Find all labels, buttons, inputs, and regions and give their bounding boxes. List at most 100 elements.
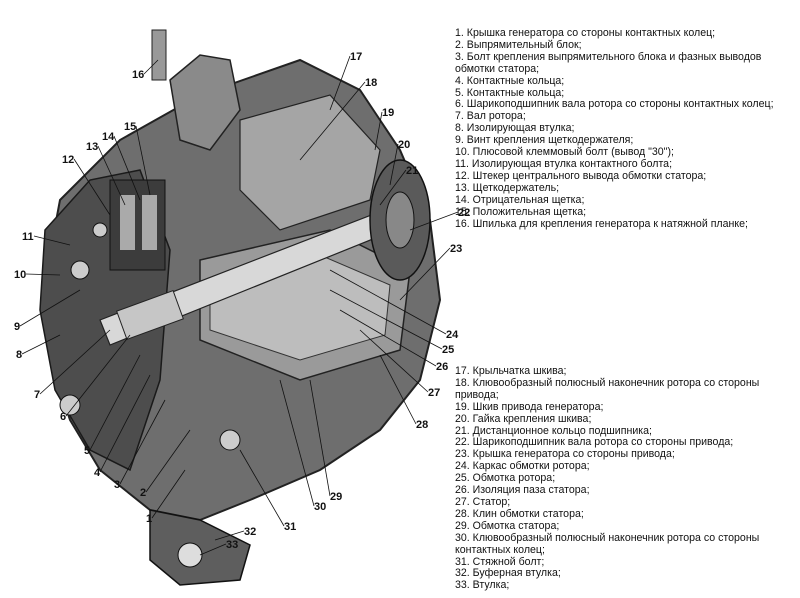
leader-line-6 bbox=[65, 334, 131, 417]
callout-number-20: 20 bbox=[398, 139, 410, 151]
legend-item: 16. Шпилька для крепления генератора к н… bbox=[455, 217, 748, 230]
leader-line-19 bbox=[374, 111, 383, 151]
legend-item: 17. Крыльчатка шкива; bbox=[455, 365, 567, 377]
leader-line-25 bbox=[329, 289, 443, 350]
leader-line-9 bbox=[19, 289, 81, 327]
leader-line-13 bbox=[97, 145, 126, 206]
callout-number-19: 19 bbox=[382, 107, 394, 119]
callout-number-11: 11 bbox=[22, 231, 34, 243]
callout-number-1: 1 bbox=[146, 513, 152, 525]
legend-item: 26. Изоляция паза статора; bbox=[455, 484, 590, 497]
leader-line-11 bbox=[33, 235, 71, 246]
leader-line-21 bbox=[379, 169, 407, 206]
callout-number-18: 18 bbox=[365, 77, 377, 89]
leader-line-16 bbox=[143, 59, 159, 75]
callout-number-26: 26 bbox=[436, 361, 448, 373]
leader-line-27 bbox=[359, 329, 429, 393]
leader-line-29 bbox=[309, 379, 331, 497]
leader-line-8 bbox=[21, 334, 61, 355]
leader-line-3 bbox=[119, 399, 166, 485]
legend-item: 27. Статор; bbox=[455, 495, 511, 508]
callout-number-3: 3 bbox=[114, 479, 120, 491]
legend-item: 6. Шарикоподшипник вала ротора со сторон… bbox=[455, 98, 774, 111]
generator-cutaway-illustration: 1234567891011121314151617181920212223242… bbox=[14, 29, 470, 586]
leader-line-14 bbox=[113, 135, 141, 201]
leader-line-4 bbox=[99, 374, 151, 473]
leader-line-30 bbox=[279, 379, 315, 507]
leader-line-10 bbox=[25, 273, 61, 276]
legend-item: 11. Изолирующая втулка контактного болта… bbox=[455, 157, 673, 170]
legend-item: 32. Буферная втулка; bbox=[455, 567, 561, 580]
callout-number-8: 8 bbox=[16, 349, 22, 361]
legend-item: 14. Отрицательная щетка; bbox=[455, 193, 585, 206]
legend-item: 15. Положительная щетка; bbox=[455, 205, 587, 218]
callout-number-32: 32 bbox=[244, 526, 256, 538]
leader-line-24 bbox=[329, 269, 447, 335]
leader-line-1 bbox=[151, 469, 186, 519]
callout-number-29: 29 bbox=[330, 491, 342, 503]
legend-item: 22. Шарикоподшипник вала ротора со сторо… bbox=[455, 436, 734, 449]
callout-number-10: 10 bbox=[14, 269, 26, 281]
leader-line-7 bbox=[39, 329, 111, 395]
callout-number-16: 16 bbox=[132, 69, 144, 81]
callout-number-9: 9 bbox=[14, 321, 20, 333]
legend-item: 8. Изолирующая втулка; bbox=[455, 122, 575, 135]
legend-parts-17-33: 17. Крыльчатка шкива;18. Клювообразный п… bbox=[455, 365, 795, 592]
leader-line-5 bbox=[89, 354, 141, 451]
legend-item: 19. Шкив привода генератора; bbox=[455, 400, 604, 413]
legend-item: 20. Гайка крепления шкива; bbox=[455, 412, 592, 425]
callout-number-24: 24 bbox=[446, 329, 459, 341]
callout-number-5: 5 bbox=[84, 445, 90, 457]
legend-parts-1-16: 1. Крышка генератора со стороны контактн… bbox=[455, 27, 795, 230]
leader-line-22 bbox=[409, 211, 459, 231]
callout-number-4: 4 bbox=[94, 467, 101, 479]
legend-item: 23. Крышка генератора со стороны привода… bbox=[455, 448, 675, 461]
legend-item: 1. Крышка генератора со стороны контактн… bbox=[455, 27, 716, 39]
generator-body bbox=[39, 29, 442, 586]
leader-line-26 bbox=[339, 309, 437, 367]
leader-line-18 bbox=[299, 81, 366, 161]
callout-number-6: 6 bbox=[60, 411, 66, 423]
leader-line-20 bbox=[389, 143, 399, 186]
legend-item: 5. Контактные кольца; bbox=[455, 86, 565, 99]
leader-line-32 bbox=[214, 530, 245, 541]
legend-item: 18. Клювообразный полюсный наконечник ро… bbox=[455, 376, 760, 401]
callout-number-15: 15 bbox=[124, 121, 136, 133]
legend-item: 21. Дистанционное кольцо подшипника; bbox=[455, 424, 652, 437]
callout-number-14: 14 bbox=[102, 131, 115, 143]
legend-item: 28. Клин обмотки статора; bbox=[455, 507, 584, 520]
callout-number-22: 22 bbox=[458, 207, 470, 219]
leader-line-17 bbox=[329, 55, 351, 111]
legend-item: 2. Выпрямительный блок; bbox=[455, 38, 582, 51]
legend-item: 12. Штекер центрального вывода обмотки с… bbox=[455, 169, 707, 182]
legend-item: 7. Вал ротора; bbox=[455, 110, 526, 123]
callout-number-21: 21 bbox=[406, 165, 418, 177]
callout-number-12: 12 bbox=[62, 154, 74, 166]
leader-line-28 bbox=[379, 354, 417, 425]
callout-number-33: 33 bbox=[226, 539, 238, 551]
legend-item: 3. Болт крепления выпрямительного блока … bbox=[455, 50, 762, 75]
legend-item: 30. Клювообразный полюсный наконечник ро… bbox=[455, 531, 760, 556]
legend-item: 13. Щеткодержатель; bbox=[455, 181, 560, 194]
legend-item: 24. Каркас обмотки ротора; bbox=[455, 460, 590, 473]
legend-item: 29. Обмотка статора; bbox=[455, 519, 560, 532]
callout-number-30: 30 bbox=[314, 501, 326, 513]
legend-item: 9. Винт крепления щеткодержателя; bbox=[455, 134, 634, 147]
callout-number-31: 31 bbox=[284, 521, 296, 533]
leader-line-33 bbox=[199, 543, 227, 556]
legend-item: 33. Втулка; bbox=[455, 579, 510, 592]
callout-number-17: 17 bbox=[350, 51, 362, 63]
leader-line-2 bbox=[145, 429, 191, 493]
callout-number-13: 13 bbox=[86, 141, 98, 153]
leader-line-12 bbox=[73, 158, 111, 216]
leader-line-23 bbox=[399, 247, 451, 301]
legend-item: 10. Плюсовой клеммовый болт (вывод "30")… bbox=[455, 146, 674, 159]
leader-line-15 bbox=[135, 125, 151, 196]
callout-number-27: 27 bbox=[428, 387, 440, 399]
legend-item: 31. Стяжной болт; bbox=[455, 555, 545, 568]
callout-number-28: 28 bbox=[416, 419, 428, 431]
callout-number-25: 25 bbox=[442, 344, 454, 356]
legend-item: 25. Обмотка ротора; bbox=[455, 472, 556, 485]
callout-number-7: 7 bbox=[34, 389, 40, 401]
callout-number-23: 23 bbox=[450, 243, 462, 255]
